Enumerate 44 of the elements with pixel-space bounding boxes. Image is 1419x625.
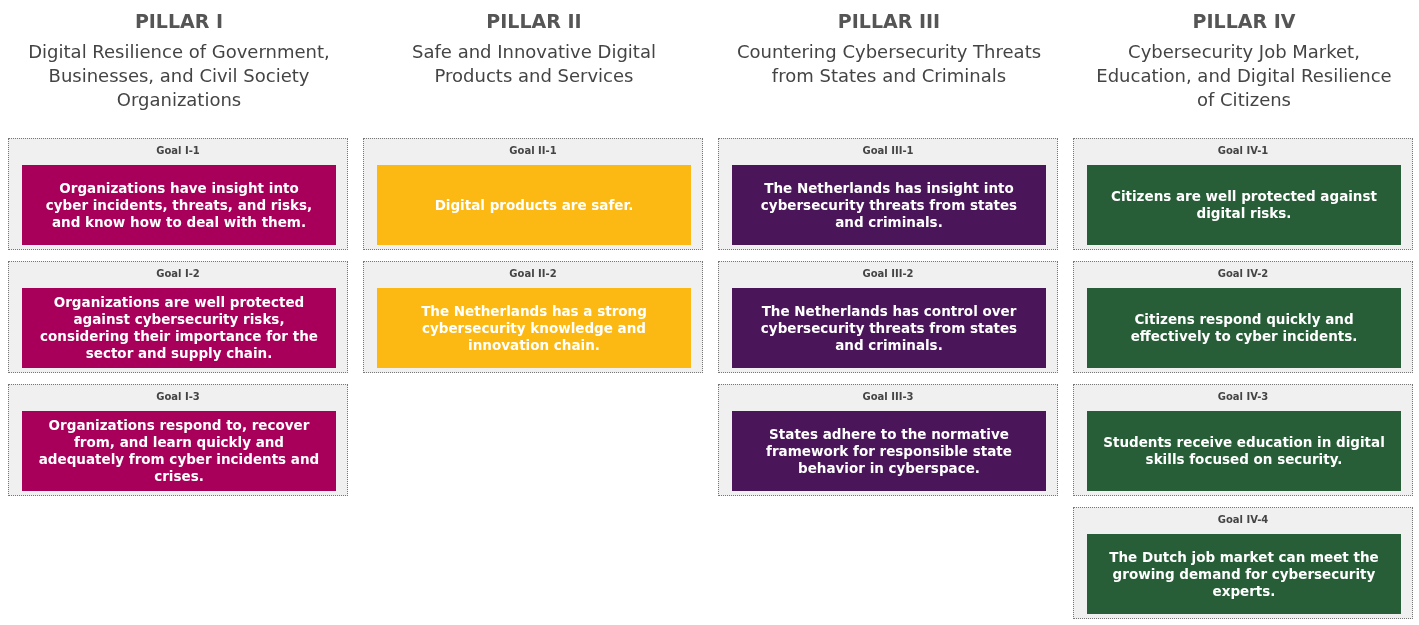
goal-label: Goal IV-3 [1216, 391, 1270, 402]
goal-card [363, 138, 703, 250]
goal-box: The Netherlands has a strong cybersecurity knowledge and innovation chain. [377, 288, 691, 368]
goal-box: Digital products are safer. [377, 165, 691, 245]
pillar-description: Digital Resilience of Government, Businesses, and Civil Society Organizations [27, 40, 331, 112]
goal-box: Organizations respond to, recover from, and learn quickly and adequately from cyber incidents and crises. [22, 411, 336, 491]
goal-card [8, 261, 348, 373]
goal-box: Organizations have insight into cyber incidents, threats, and risks, and know how to deal with them. [22, 165, 336, 245]
goal-box: The Netherlands has insight into cybersecurity threats from states and criminals. [732, 165, 1046, 245]
pillar-description: Safe and Innovative Digital Products and Services [411, 40, 657, 88]
goal-box: Students receive education in digital skills focused on security. [1087, 411, 1401, 491]
goal-label: Goal II-1 [508, 145, 558, 156]
pillar-description: Cybersecurity Job Market, Education, and Digital Resilience of Citizens [1095, 40, 1393, 112]
goal-card [1073, 507, 1413, 619]
goal-card [1073, 138, 1413, 250]
goal-card [1073, 384, 1413, 496]
goal-label: Goal I-2 [155, 268, 201, 279]
goal-box: Organizations are well protected against cybersecurity risks, considering their importance for the sector and supply chain. [22, 288, 336, 368]
goal-card [363, 261, 703, 373]
pillar-title: PILLAR IV [1191, 10, 1297, 32]
goal-card [718, 384, 1058, 496]
goal-label: Goal IV-2 [1216, 268, 1270, 279]
goal-label: Goal IV-1 [1216, 145, 1270, 156]
goal-label: Goal I-3 [155, 391, 201, 402]
goal-box: The Netherlands has control over cybersecurity threats from states and criminals. [732, 288, 1046, 368]
goal-label: Goal I-1 [155, 145, 201, 156]
goal-box: The Dutch job market can meet the growing demand for cybersecurity experts. [1087, 534, 1401, 614]
pillar-description: Countering Cybersecurity Threats from States and Criminals [735, 40, 1043, 88]
goal-box: Citizens respond quickly and effectively to cyber incidents. [1087, 288, 1401, 368]
goal-box: States adhere to the normative framework for responsible state behavior in cyberspace. [732, 411, 1046, 491]
goal-label: Goal IV-4 [1216, 514, 1270, 525]
goal-box: Citizens are well protected against digital risks. [1087, 165, 1401, 245]
goal-card [8, 138, 348, 250]
goal-label: Goal III-1 [861, 145, 915, 156]
pillar-title: PILLAR III [836, 10, 942, 32]
goal-label: Goal II-2 [508, 268, 558, 279]
goal-label: Goal III-3 [861, 391, 915, 402]
goal-card [8, 384, 348, 496]
goal-card [718, 261, 1058, 373]
pillar-title: PILLAR I [133, 10, 225, 32]
goal-label: Goal III-2 [861, 268, 915, 279]
goal-card [1073, 261, 1413, 373]
pillar-title: PILLAR II [485, 10, 583, 32]
goal-card [718, 138, 1058, 250]
